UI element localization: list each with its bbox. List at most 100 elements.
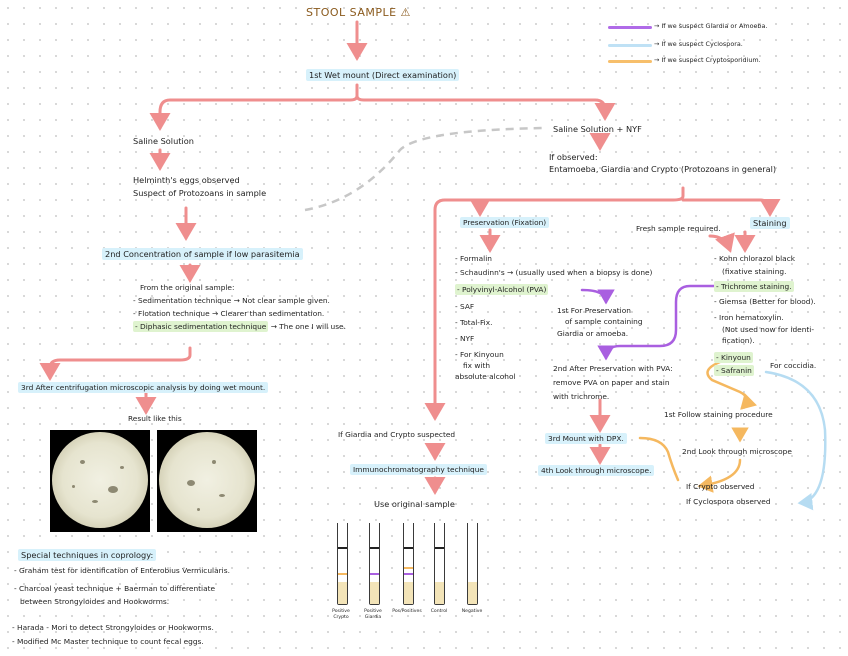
pva-label: - Polyvinyl-Alcohol (PVA) [455,284,549,295]
preservation-5: - NYF [455,334,475,343]
crypto-observed: If Crypto observed [686,482,755,491]
fourth-look: 4th Look through microscope. [538,465,655,476]
debris-7 [197,508,200,511]
egg-1 [108,486,118,493]
tube-5-sample [468,582,477,604]
second-concentration: 2nd Concentration of sample if low paras… [102,248,303,260]
cyclospora-observed: If Cyclospora observed [686,497,771,506]
test-tube-2 [369,523,380,605]
third-mount-label: 3rd Mount with DPX. [545,433,627,444]
legend-swatch-orange [608,60,652,63]
tube-label-4: Control [430,609,448,614]
tube-2-band [370,573,379,575]
egg-2 [187,480,195,486]
debris-1 [80,460,85,464]
special-1: - Charcoal yeast technique + Baerman to … [14,584,216,593]
helminth-line-1: Helminth's eggs observed [133,175,240,185]
staining-title: Staining [750,217,790,229]
tube-3-sample [404,582,413,604]
conc-item-0: From the original sample: [140,283,235,292]
trichrome-label: - Trichrome staining. [714,281,794,292]
helminth-line-2: Suspect of Protozoans in sample [133,188,267,198]
diphasic-note: → The one I will use. [270,322,346,331]
legend-label-giardia: → If we suspect Giardia or Amoeba. [654,22,768,30]
test-tube-4 [434,523,445,605]
preservation-6: - For Kinyoun [455,350,504,359]
kinyoun-label: - Kinyoun [714,352,753,363]
legend-swatch-blue [608,44,652,47]
legend-label-crypto: → If we suspect Cryptosporidium. [654,56,761,64]
special-title-label: Special techniques in coprology: [18,549,157,561]
debris-6 [219,494,225,497]
tube-3-mark [404,547,413,549]
conc-item-2: - Flotation technique → Clearer than sed… [133,309,325,318]
special-title: Special techniques in coprology: [18,549,157,561]
third-step: 3rd After centrifugation microscopic ana… [18,382,269,393]
microscope-image-1 [50,430,150,532]
tube-4-mark [435,547,444,549]
preservation-1: - Schaudinn's → (usually used when a bio… [455,268,653,277]
follow-staining: 1st Follow staining procedure [664,410,773,419]
tube-1-sample [338,582,347,604]
preservation-4: - Total-Fix. [455,318,493,327]
safranin-label: - Safranin [714,365,754,376]
observed-line-2: Entamoeba, Giardia and Crypto (Protozoan… [549,164,777,174]
tube-3-band-orange [404,567,413,569]
staining-6: fication). [722,336,755,345]
microscope-image-2 [157,430,257,532]
tube-4-sample [435,582,444,604]
preservation-title-label: Preservation (Fixation) [460,217,550,228]
immuno-technique: Immunochromatography technique [350,464,487,475]
third-step-label: 3rd After centrifugation microscopic ana… [18,382,269,393]
test-tube-5 [467,523,478,605]
first-wet-mount-label: 1st Wet mount (Direct examination) [306,69,460,81]
staining-2: - Trichrome staining. [714,281,794,292]
preservation-2: - Polyvinyl-Alcohol (PVA) [455,284,549,295]
pva-note-1: of sample containing [565,317,643,326]
third-mount: 3rd Mount with DPX. [545,433,627,444]
legend-swatch-purple [608,26,652,29]
staining-0: - Kohn chlorazol black [714,254,796,263]
preservation-8: absolute alcohol [455,372,516,381]
special-3: - Harada - Mori to detect Strongyloides … [12,623,214,632]
fresh-sample: Fresh sample required. [636,224,721,233]
debris-5 [212,460,216,464]
preservation-7: fix with [463,361,491,370]
after-pva-1: remove PVA on paper and stain [553,378,670,387]
observed-line-1: If observed: [549,152,598,162]
pva-note-2: Giardia or amoeba. [557,329,629,338]
after-pva-0: 2nd After Preservation with PVA: [553,364,673,373]
saline-solution: Saline Solution [133,136,194,146]
result-label: Result like this [128,414,182,423]
tube-label-2: Positive Giardia [364,609,382,620]
tube-3-band-purple [404,573,413,575]
tube-label-1: Positive Crypto [332,609,350,620]
staining-4: - Iron hematoxylin. [714,313,784,322]
staining-3: - Giemsa (Better for blood). [714,297,816,306]
tube-label-5: Negative [461,609,483,614]
diphasic-label: - Diphasic sedimentation technique [133,321,269,332]
after-pva-2: with trichrome. [553,392,610,401]
staining-title-label: Staining [750,217,790,229]
immuno-label: Immunochromatography technique [350,464,487,475]
tube-1-mark [338,547,347,549]
staining-8: - Safranin [714,365,754,376]
microscope-field-1 [52,432,148,528]
saline-nyf: Saline Solution + NYF [553,124,642,134]
debris-3 [92,500,98,503]
conc-item-1: - Sedimentation technique → Not clear sa… [133,296,330,305]
giardia-crypto-suspected: If Giardia and Crypto suspected [338,430,456,439]
use-original: Use original sample [374,499,455,509]
preservation-3: - SAF [455,302,475,311]
debris-4 [72,485,75,488]
pva-note-0: 1st For Preservation [557,306,631,315]
debris-2 [120,466,124,469]
second-concentration-label: 2nd Concentration of sample if low paras… [102,248,303,260]
tube-1-band [338,573,347,575]
special-2: between Strongyloides and Hookworms. [20,597,170,606]
staining-5: (Not used now for identi- [722,325,815,334]
test-tube-3 [403,523,414,605]
tube-2-sample [370,582,379,604]
fourth-look-label: 4th Look through microscope. [538,465,655,476]
